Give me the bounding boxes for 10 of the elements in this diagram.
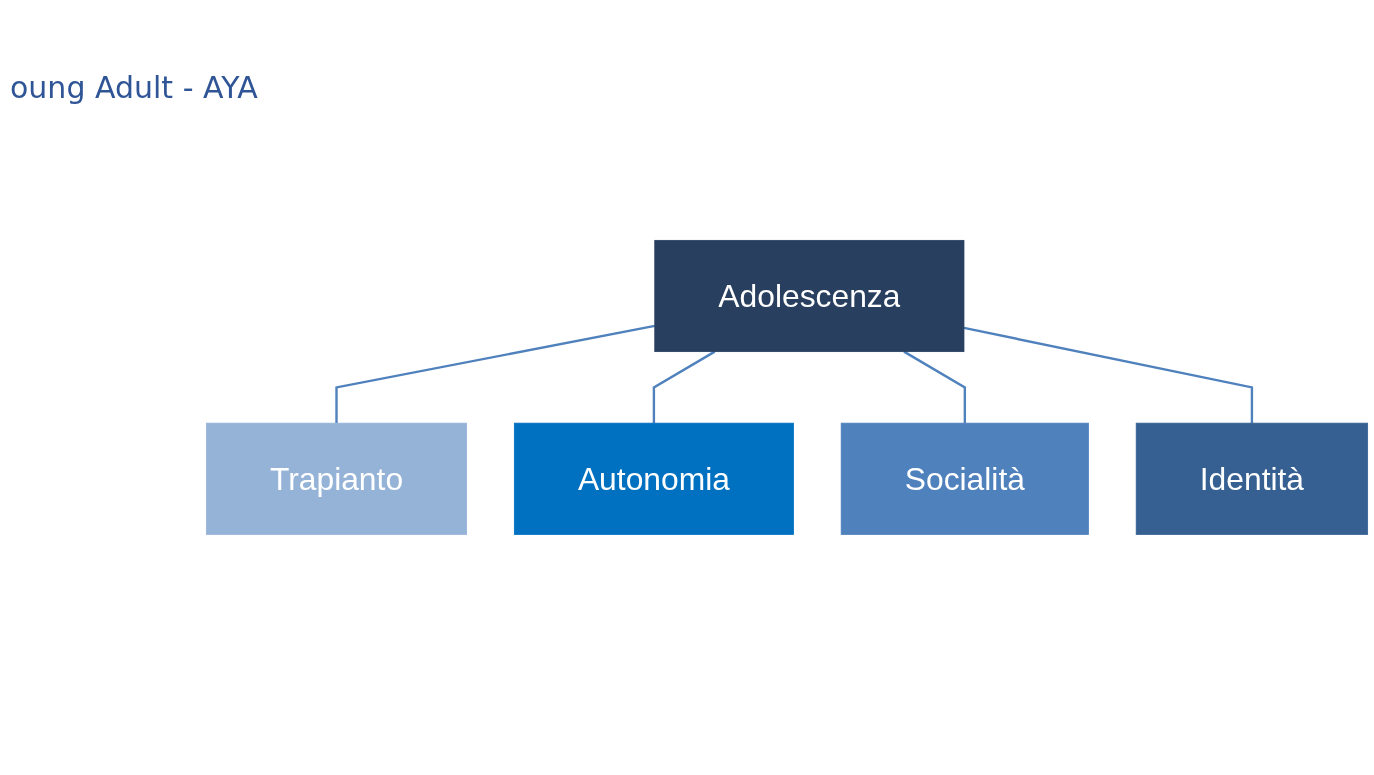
connector [652, 350, 716, 424]
connector [335, 324, 655, 424]
node-box: Trapianto [205, 422, 468, 535]
node-box: Adolescenza [654, 240, 965, 353]
node-box: Socialità [840, 422, 1089, 535]
node-box: Autonomia [513, 422, 794, 535]
subtitle-text: oung Adult - AYA [10, 70, 258, 105]
connector [903, 350, 967, 424]
connector [963, 326, 1254, 424]
node-box: Identità [1135, 422, 1369, 535]
